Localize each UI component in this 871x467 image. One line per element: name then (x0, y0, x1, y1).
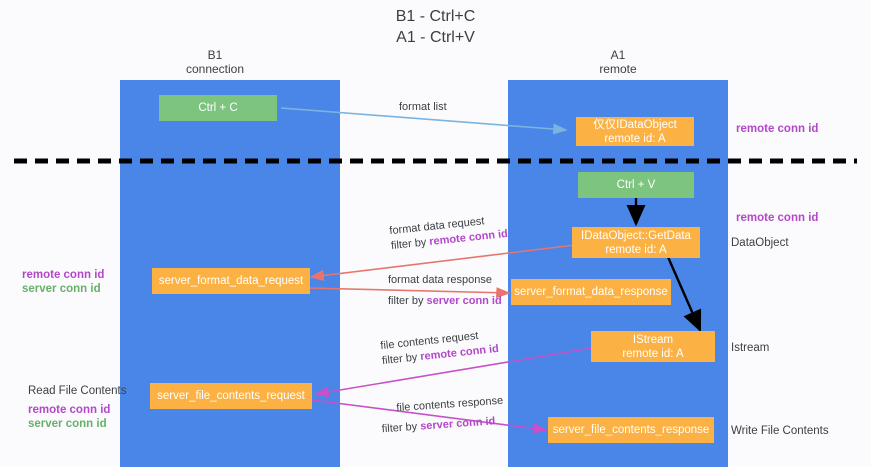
diagram-title-line1: B1 - Ctrl+C (395, 8, 476, 25)
label-file-contents-request-group: file contents request filter by remote c… (380, 327, 500, 369)
label-filter-key-server-conn-id-1: server conn id (426, 295, 502, 307)
diagram-title-line2: A1 - Ctrl+V (396, 29, 475, 46)
box-getdata-line1: IDataObject::GetData (581, 229, 691, 242)
box-getdata-line2: remote id: A (605, 243, 667, 256)
side-label-left-remote-conn-id-bottom: remote conn id (28, 404, 111, 416)
diagram-title: B1 - Ctrl+C A1 - Ctrl+V (0, 6, 871, 48)
side-label-left-server-conn-id-mid: server conn id (22, 283, 101, 295)
box-server-file-contents-response-label: server_file_contents_response (552, 424, 710, 436)
box-server-format-data-request-label: server_format_data_request (158, 275, 304, 287)
lane-header-a1-sub: remote (599, 62, 637, 76)
label-format-data-request-group: format data request filter by remote con… (389, 212, 509, 254)
box-ctrl-v-label: Ctrl + V (616, 179, 656, 191)
side-label-dataobject: DataObject (731, 237, 789, 249)
box-idataobject-line2: remote id: A (604, 132, 666, 145)
box-istream[interactable]: IStream remote id: A (591, 331, 715, 362)
side-label-left-server-conn-id-bottom: server conn id (28, 418, 107, 430)
label-filter-prefix-1: filter by (390, 236, 430, 253)
label-file-contents-response-filter: filter by server conn id (381, 414, 505, 438)
box-server-file-contents-request-label: server_file_contents_request (157, 390, 305, 402)
box-server-format-data-request[interactable]: server_format_data_request (152, 268, 310, 294)
lane-header-a1: A1 remote (548, 48, 688, 76)
label-filter-prefix-3: filter by (381, 351, 421, 368)
label-format-data-response: format data response (388, 274, 492, 286)
side-label-remote-conn-id-mid: remote conn id (736, 212, 819, 224)
lane-header-b1-name: B1 (207, 48, 223, 62)
box-idataobject-line1: 仅仅IDataObject (593, 118, 677, 131)
label-file-contents-response: file contents response (395, 394, 504, 415)
lane-header-a1-name: A1 (610, 48, 626, 62)
box-server-format-data-response-label: server_format_data_response (514, 286, 668, 298)
label-format-list: format list (399, 101, 447, 113)
lane-header-b1-sub: connection (185, 62, 245, 76)
box-server-file-contents-request[interactable]: server_file_contents_request (150, 383, 312, 409)
box-ctrl-v[interactable]: Ctrl + V (578, 172, 694, 198)
side-label-remote-conn-id-top: remote conn id (736, 123, 819, 135)
box-istream-line1: IStream (632, 333, 674, 346)
label-filter-key-server-conn-id-2: server conn id (419, 415, 496, 433)
box-server-file-contents-response[interactable]: server_file_contents_response (548, 417, 714, 443)
box-ctrl-c[interactable]: Ctrl + C (159, 95, 277, 121)
side-label-left-remote-conn-id-mid: remote conn id (22, 269, 105, 281)
box-server-format-data-response[interactable]: server_format_data_response (511, 279, 671, 305)
box-istream-line2: remote id: A (622, 347, 684, 360)
lane-header-b1: B1 connection (145, 48, 285, 76)
side-label-write-file-contents: Write File Contents (731, 425, 829, 437)
box-ctrl-c-label: Ctrl + C (198, 102, 238, 114)
label-filter-prefix-4: filter by (381, 420, 421, 436)
box-idataobject[interactable]: 仅仅IDataObject remote id: A (576, 117, 694, 146)
side-label-istream: Istream (731, 342, 770, 354)
label-file-contents-response-group: file contents response filter by server … (380, 394, 505, 437)
side-label-read-file-contents: Read File Contents (28, 385, 127, 397)
box-idataobject-getdata[interactable]: IDataObject::GetData remote id: A (572, 227, 700, 258)
label-filter-prefix-2: filter by (388, 295, 427, 307)
label-format-data-response-filter: filter by server conn id (388, 294, 502, 309)
label-format-data-response-group: format data response filter by server co… (388, 273, 502, 309)
